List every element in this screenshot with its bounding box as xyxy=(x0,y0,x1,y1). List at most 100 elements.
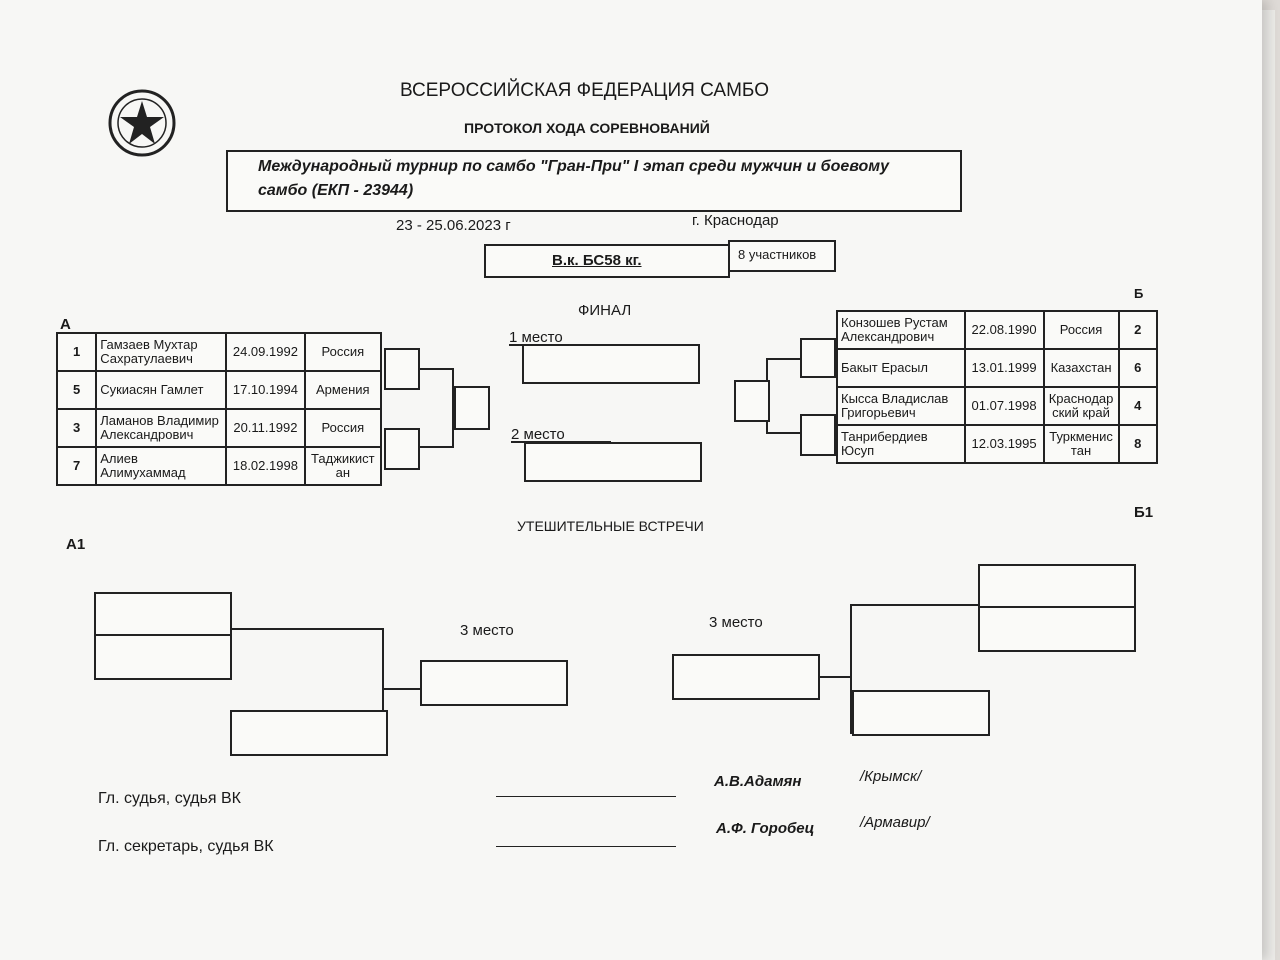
tournament-line-2: самбо (ЕКП - 23944) xyxy=(258,182,414,199)
athlete-country: Армения xyxy=(303,370,383,410)
table-row: Бакыт Ерасыл 13.01.1999 Казахстан 6 xyxy=(836,348,1158,388)
seed-number: 8 xyxy=(1117,424,1158,464)
first-place-label: 1 место xyxy=(509,329,563,346)
seed-number: 6 xyxy=(1117,348,1158,388)
athlete-dob: 22.08.1990 xyxy=(963,310,1045,350)
consolation-a1-box xyxy=(94,592,232,680)
athlete-dob: 13.01.1999 xyxy=(963,348,1045,388)
athlete-country: Таджикистан xyxy=(303,446,383,486)
box-divider xyxy=(96,634,230,636)
athlete-dob: 18.02.1998 xyxy=(225,446,306,486)
chief-judge-signature-line xyxy=(496,796,676,797)
athlete-name: Бакыт Ерасыл xyxy=(836,348,966,388)
athlete-dob: 20.11.1992 xyxy=(225,408,306,448)
weight-class: В.к. БС58 кг. xyxy=(552,252,642,269)
consolation-a1-opponent-box xyxy=(230,710,388,756)
weight-class-box: В.к. БС58 кг. xyxy=(484,244,730,278)
athlete-country: Россия xyxy=(1042,310,1120,350)
bracket-line xyxy=(452,368,454,448)
bracket-b-round1-bottom xyxy=(800,414,836,456)
group-b-label: Б xyxy=(1134,286,1144,301)
secretary-signature-line xyxy=(496,846,676,847)
athlete-name: Алиев Алимухаммад xyxy=(95,446,228,486)
athlete-country: Туркменистан xyxy=(1042,424,1120,464)
bracket-b-round1-top xyxy=(800,338,836,378)
second-place-box xyxy=(524,442,702,482)
bracket-line xyxy=(384,688,422,690)
athlete-name: Кысса Владислав Григорьевич xyxy=(836,386,966,426)
athlete-name: Танрибердиев Юсуп xyxy=(836,424,966,464)
athlete-dob: 17.10.1994 xyxy=(225,370,306,410)
bracket-line xyxy=(766,432,802,434)
bracket-line xyxy=(418,446,454,448)
athlete-dob: 24.09.1992 xyxy=(225,332,306,372)
participants-count: 8 участников xyxy=(738,247,817,262)
seed-number: 2 xyxy=(1117,310,1158,350)
bracket-line xyxy=(818,676,852,678)
third-place-right-label: 3 место xyxy=(709,614,763,631)
bracket-a-semifinal xyxy=(454,386,490,430)
bracket-line xyxy=(382,628,384,710)
bracket-line xyxy=(850,604,980,606)
athlete-country: Казахстан xyxy=(1042,348,1120,388)
chief-judge-city: /Крымск/ xyxy=(860,768,922,785)
athlete-name: Конзошев Рустам Александрович xyxy=(836,310,966,350)
table-row: 5 Сукиасян Гамлет 17.10.1994 Армения xyxy=(55,370,383,410)
secretary-city: /Армавир/ xyxy=(860,814,930,831)
consolation-title: УТЕШИТЕЛЬНЫЕ ВСТРЕЧИ xyxy=(517,518,704,534)
third-place-left-box xyxy=(420,660,568,706)
seed-number: 1 xyxy=(55,332,98,372)
participants-box: 8 участников xyxy=(728,240,836,272)
seed-number: 7 xyxy=(55,446,98,486)
bracket-a-round1-top xyxy=(384,348,420,390)
table-row: 3 Ламанов Владимир Александрович 20.11.1… xyxy=(55,408,383,448)
athlete-name: Сукиасян Гамлет xyxy=(95,370,228,410)
table-row: Танрибердиев Юсуп 12.03.1995 Туркмениста… xyxy=(836,424,1158,464)
third-place-right-box xyxy=(672,654,820,700)
group-b1-label: Б1 xyxy=(1134,504,1154,521)
seed-number: 4 xyxy=(1117,386,1158,426)
athlete-dob: 12.03.1995 xyxy=(963,424,1045,464)
consolation-b1-box xyxy=(978,564,1136,652)
bracket-b-semifinal xyxy=(734,380,770,422)
third-place-left-label: 3 место xyxy=(460,622,514,639)
consolation-b1-opponent-box xyxy=(852,690,990,736)
final-title: ФИНАЛ xyxy=(578,302,632,319)
group-a1-label: А1 xyxy=(66,536,86,553)
table-row: Конзошев Рустам Александрович 22.08.1990… xyxy=(836,310,1158,350)
athlete-name: Ламанов Владимир Александрович xyxy=(95,408,228,448)
second-place-label: 2 место xyxy=(511,426,565,443)
athlete-dob: 01.07.1998 xyxy=(963,386,1045,426)
event-dates: 23 - 25.06.2023 г xyxy=(396,217,511,234)
group-a-label: А xyxy=(60,316,71,333)
protocol-title: ПРОТОКОЛ ХОДА СОРЕВНОВАНИЙ xyxy=(464,120,710,136)
table-row: Кысса Владислав Григорьевич 01.07.1998 К… xyxy=(836,386,1158,426)
group-a-table: 1 Гамзаев Мухтар Сахратулаевич 24.09.199… xyxy=(55,332,383,486)
tournament-line-1: Международный турнир по самбо "Гран-При"… xyxy=(258,158,890,175)
event-city: г. Краснодар xyxy=(692,212,779,229)
bracket-a-round1-bottom xyxy=(384,428,420,470)
athlete-name: Гамзаев Мухтар Сахратулаевич xyxy=(95,332,228,372)
sambo-logo-icon xyxy=(108,89,176,157)
secretary-label: Гл. секретарь, судья ВК xyxy=(98,838,274,855)
tournament-box: Международный турнир по самбо "Гран-При"… xyxy=(226,150,962,212)
seed-number: 5 xyxy=(55,370,98,410)
table-row: 7 Алиев Алимухаммад 18.02.1998 Таджикист… xyxy=(55,446,383,486)
group-b-table: Конзошев Рустам Александрович 22.08.1990… xyxy=(836,310,1158,464)
federation-title: ВСЕРОССИЙСКАЯ ФЕДЕРАЦИЯ САМБО xyxy=(400,80,769,101)
bracket-line xyxy=(230,628,382,630)
seed-number: 3 xyxy=(55,408,98,448)
bracket-line xyxy=(850,604,852,734)
secretary-name: А.Ф. Горобец xyxy=(716,820,815,837)
chief-judge-label: Гл. судья, судья ВК xyxy=(98,790,241,807)
athlete-country: Россия xyxy=(303,332,383,372)
bracket-line xyxy=(766,358,802,360)
first-place-box xyxy=(522,344,700,384)
athlete-country: Россия xyxy=(303,408,383,448)
box-divider xyxy=(980,606,1134,608)
athlete-country: Краснодарский край xyxy=(1042,386,1120,426)
bracket-line xyxy=(418,368,454,370)
chief-judge-name: А.В.Адамян xyxy=(714,773,802,790)
table-row: 1 Гамзаев Мухтар Сахратулаевич 24.09.199… xyxy=(55,332,383,372)
